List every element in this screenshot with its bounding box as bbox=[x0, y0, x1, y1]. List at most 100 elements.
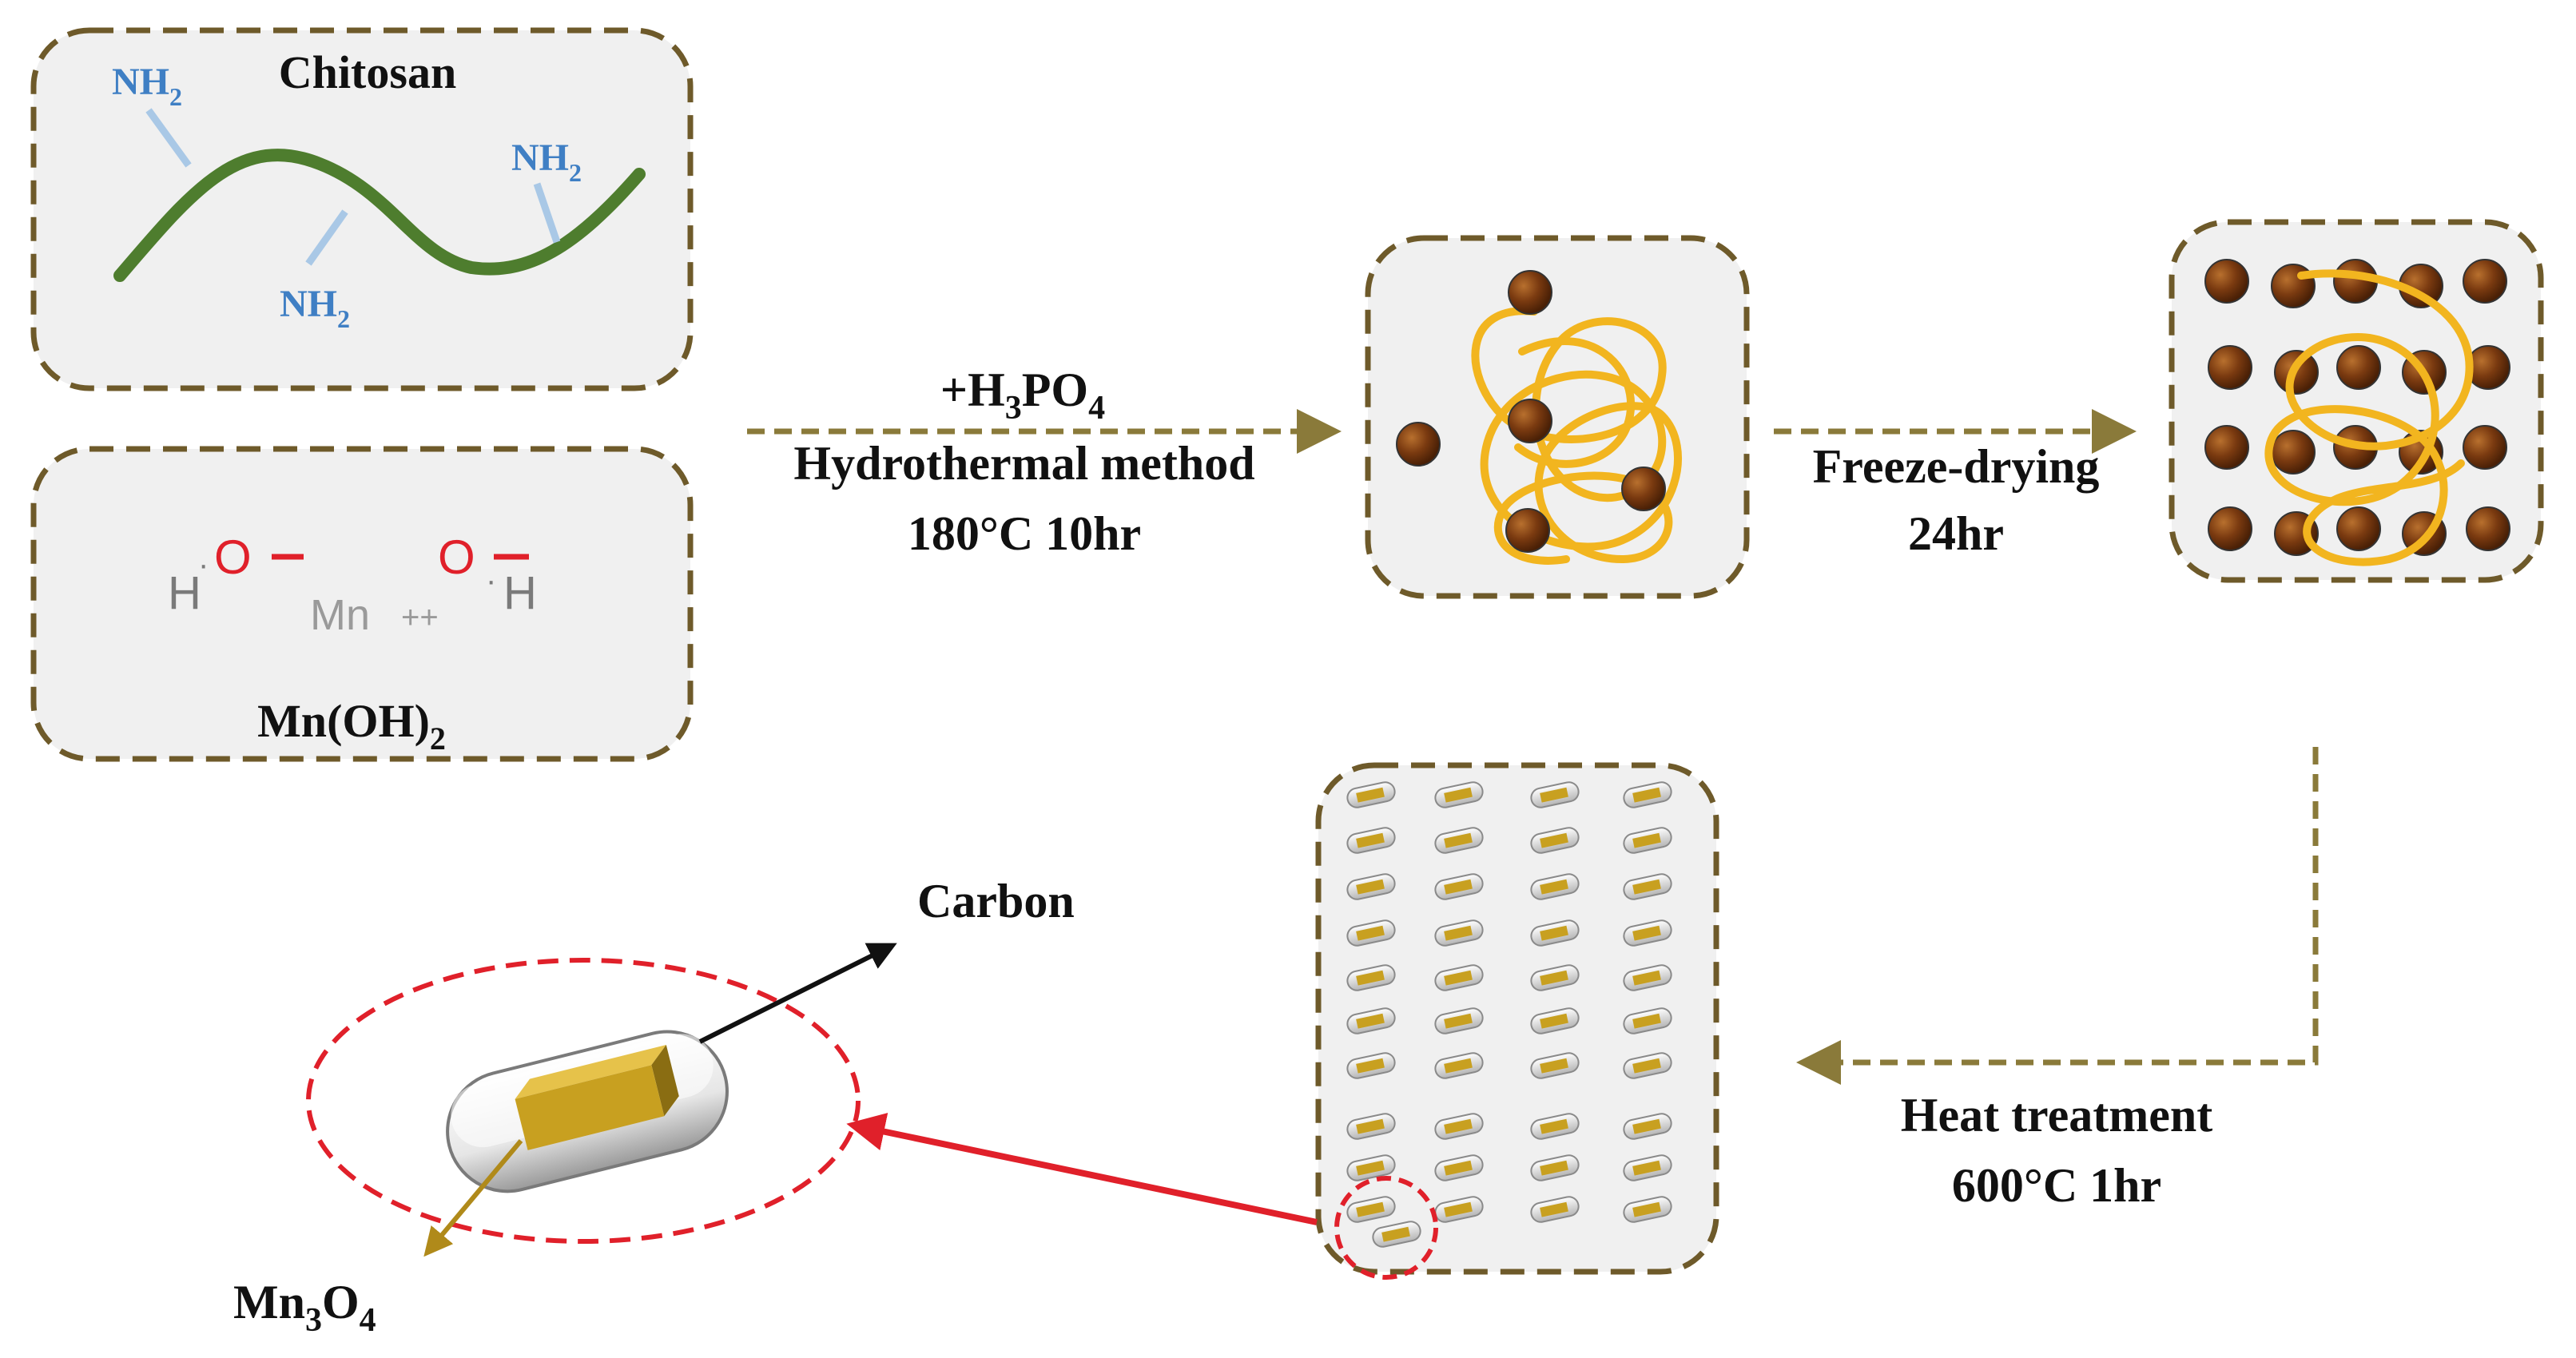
reagent-label: +H3PO4 bbox=[940, 363, 1105, 427]
carbon-rod bbox=[1434, 919, 1484, 947]
particle bbox=[1621, 467, 1666, 511]
carbonized-panel bbox=[1315, 762, 1719, 1280]
polymer-coil bbox=[1514, 337, 1636, 468]
carbon-rod bbox=[1530, 827, 1580, 854]
process-arrow bbox=[1796, 747, 2319, 1085]
carbon-rod bbox=[1434, 1196, 1484, 1223]
carbon-rod bbox=[1346, 781, 1396, 808]
method-label: Freeze-drying bbox=[1813, 440, 2100, 493]
carbon-rod bbox=[1623, 919, 1672, 947]
carbon-label: Carbon bbox=[917, 875, 1075, 927]
oxygen-atom: O bbox=[214, 530, 252, 584]
method-label: Hydrothermal method bbox=[793, 437, 1254, 490]
carbon-rod bbox=[1623, 827, 1672, 854]
carbon-rod bbox=[1623, 1113, 1672, 1140]
polymer-coil bbox=[2264, 269, 2474, 566]
chitosan-panel: NH2 NH2 NH2 Chitosan bbox=[30, 27, 694, 391]
zoom-ellipse bbox=[306, 958, 861, 1244]
selection-circle bbox=[1334, 1176, 1438, 1280]
conditions-label: 600°C 1hr bbox=[1952, 1159, 2161, 1212]
carbon-rod bbox=[1434, 781, 1484, 808]
carbon-rod bbox=[1372, 1221, 1421, 1248]
oxygen-atom: O bbox=[438, 530, 475, 584]
oxide-pointer bbox=[423, 1139, 523, 1257]
chitosan-title: Chitosan bbox=[279, 46, 456, 98]
radical-dot: · bbox=[486, 563, 496, 598]
carbon-rod bbox=[1623, 873, 1672, 900]
carbon-rod bbox=[1346, 919, 1396, 947]
carbon-rod bbox=[1530, 781, 1580, 808]
particle bbox=[2463, 259, 2507, 304]
carbon-rod bbox=[1434, 1154, 1484, 1181]
particle bbox=[2336, 506, 2381, 551]
radical-dot: · bbox=[198, 547, 209, 582]
manganese-atom: Mn bbox=[310, 591, 370, 639]
particle bbox=[1508, 270, 1552, 315]
amine-bond bbox=[305, 209, 348, 266]
carbon-rod bbox=[1530, 1113, 1580, 1140]
amine-label: NH2 bbox=[511, 137, 582, 187]
charge-label: ++ bbox=[401, 600, 439, 635]
mn3o4-core bbox=[515, 1045, 679, 1150]
particle bbox=[2466, 506, 2510, 551]
carbon-rod bbox=[1434, 873, 1484, 900]
particle bbox=[2271, 430, 2316, 475]
carbon-rod bbox=[1346, 1154, 1396, 1181]
carbon-rod bbox=[1346, 1113, 1396, 1140]
carbon-rod bbox=[1434, 827, 1484, 854]
particle bbox=[2208, 506, 2252, 551]
particle bbox=[1505, 508, 1550, 553]
carbon-rod bbox=[1346, 1052, 1396, 1079]
carbon-rod bbox=[1530, 1154, 1580, 1181]
mn3o4-label: Mn3O4 bbox=[233, 1276, 376, 1339]
particle bbox=[1396, 422, 1441, 467]
carbon-rod bbox=[1623, 1007, 1672, 1034]
carbon-rod bbox=[1346, 827, 1396, 854]
carbon-rod bbox=[1346, 1196, 1396, 1223]
carbon-rod bbox=[1434, 1007, 1484, 1034]
hydrogen-atom: H bbox=[503, 567, 537, 619]
mn-hydroxide-label: Mn(OH)2 bbox=[257, 695, 446, 756]
chitosan-box bbox=[30, 27, 694, 391]
amine-bond bbox=[533, 182, 561, 244]
particle bbox=[2463, 425, 2507, 470]
chitosan-chain bbox=[113, 149, 646, 282]
carbon-rod bbox=[1530, 873, 1580, 900]
particle bbox=[2336, 345, 2381, 390]
carbon-rod bbox=[1623, 1154, 1672, 1181]
particle bbox=[2208, 345, 2252, 390]
zoom-arrow bbox=[846, 1113, 1318, 1225]
carbon-rod bbox=[1346, 964, 1396, 991]
carbon-rod bbox=[1530, 964, 1580, 991]
heat-treatment-step: Heat treatment 600°C 1hr bbox=[1796, 747, 2319, 1212]
hydrothermal-step: +H3PO4 Hydrothermal method 180°C 10hr bbox=[747, 363, 1342, 560]
carbon-rod bbox=[1623, 964, 1672, 991]
carbon-rod bbox=[1530, 1052, 1580, 1079]
carbon-rod bbox=[1346, 873, 1396, 900]
carbon-rod bbox=[1434, 1113, 1484, 1140]
polymer-coil bbox=[1471, 307, 1682, 565]
conditions-label: 180°C 10hr bbox=[908, 507, 1141, 560]
freeze-drying-step: Freeze-drying 24hr bbox=[1774, 409, 2137, 560]
mn-hydroxide-box bbox=[30, 446, 694, 762]
carbon-rod bbox=[1623, 1052, 1672, 1079]
method-label: Heat treatment bbox=[1901, 1089, 2212, 1142]
composite-panel bbox=[1365, 235, 1750, 599]
carbon-pointer bbox=[698, 943, 897, 1044]
hydrogen-atom: H bbox=[168, 567, 201, 619]
particle bbox=[2204, 259, 2249, 304]
particle bbox=[2204, 425, 2249, 470]
carbon-rod bbox=[1623, 1196, 1672, 1223]
freeze-dried-panel bbox=[2169, 219, 2544, 583]
amine-label: NH2 bbox=[112, 61, 182, 111]
carbonized-box bbox=[1315, 762, 1719, 1275]
carbon-rod bbox=[1346, 1007, 1396, 1034]
carbon-rod bbox=[1434, 964, 1484, 991]
carbon-rod bbox=[1434, 1052, 1484, 1079]
carbon-rod bbox=[1623, 781, 1672, 808]
amine-bond bbox=[145, 108, 192, 168]
time-label: 24hr bbox=[1908, 507, 2004, 560]
zoomed-rod-panel: Carbon Mn3O4 bbox=[233, 875, 1075, 1339]
